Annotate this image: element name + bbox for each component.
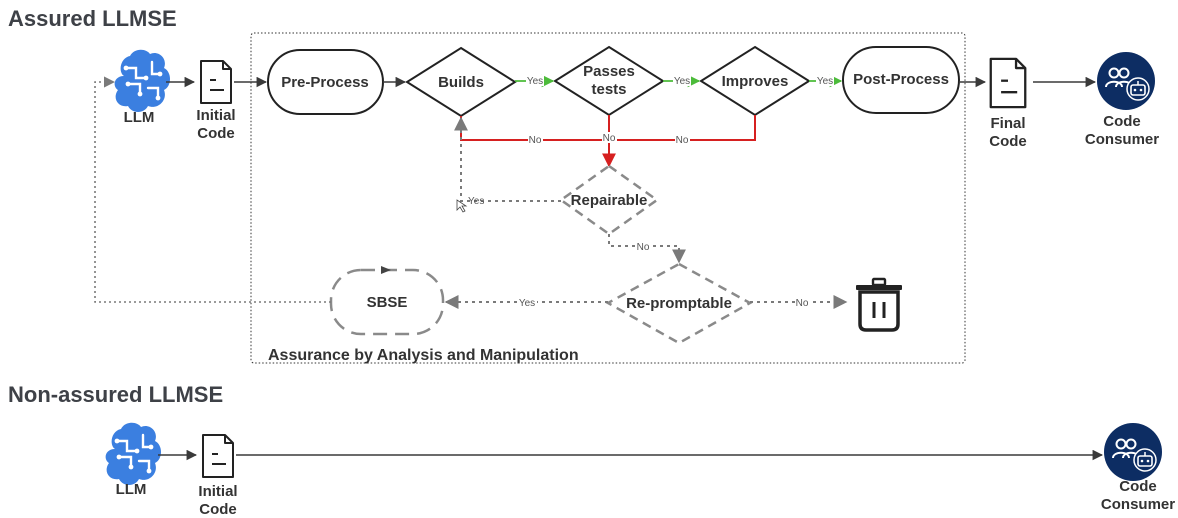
preprocess-label: Pre-Process	[281, 74, 369, 91]
repromptable-decision	[605, 262, 753, 345]
nonassured-code-consumer-icon	[1103, 422, 1163, 482]
assured-section-title: Assured LLMSE	[8, 6, 177, 31]
nonassured-section-title: Non-assured LLMSE	[8, 382, 223, 407]
repromptable-yes-label: Yes	[519, 298, 535, 309]
nonassured-llm-label: LLM	[116, 481, 147, 498]
nonassured-initial-code-document-icon	[202, 434, 234, 478]
code-consumer-label-line1: Code	[1103, 113, 1141, 130]
repairable-label: Repairable	[571, 192, 648, 209]
assurance-region-label: Assurance by Analysis and Manipulation	[268, 347, 579, 364]
builds-yes-label: Yes	[527, 76, 543, 87]
repairable-no-label-bg	[636, 241, 651, 252]
repromptable-label: Re-promptable	[626, 295, 732, 312]
sbse-label: SBSE	[367, 294, 408, 311]
repairable-no-label: No	[637, 242, 650, 253]
final-code-document-icon	[989, 57, 1027, 109]
sbse-cycle-arrow	[381, 266, 391, 274]
builds-no-label: No	[529, 135, 542, 146]
improves-yes-label-bg	[816, 75, 834, 86]
repromptable-yes-label-bg	[517, 297, 537, 308]
passes-no-label: No	[603, 133, 616, 144]
passes-yes-label: Yes	[674, 76, 690, 87]
nonassured-code-consumer-label-line1: Code	[1119, 478, 1157, 495]
passes-no-label-bg	[602, 132, 617, 143]
code-consumer-label-line2: Consumer	[1085, 131, 1159, 148]
final-code-label-line1: Final	[990, 115, 1025, 132]
nonassured-initial-code-label-line1: Initial	[198, 483, 237, 500]
passes-tests-label-line1: Passes	[583, 63, 635, 80]
sbse-to-llm-arrow	[94, 76, 331, 303]
improves-yes-label: Yes	[817, 76, 833, 87]
nonassured-initial-code-label-line2: Code	[199, 501, 237, 518]
llm-label: LLM	[124, 109, 155, 126]
trash-icon	[856, 277, 902, 332]
builds-yes-label-bg	[526, 75, 544, 86]
initial-code-label-line1: Initial	[196, 107, 235, 124]
improves-label: Improves	[722, 73, 789, 90]
nonassured-code-consumer-label-line2: Consumer	[1101, 496, 1175, 513]
repairable-yes-label: Yes	[468, 196, 484, 207]
code-consumer-icon	[1096, 51, 1156, 111]
improves-no-label-bg	[675, 134, 690, 145]
builds-label: Builds	[438, 74, 484, 91]
passes-tests-label-line2: tests	[591, 81, 626, 98]
initial-code-document-icon	[200, 60, 232, 104]
repromptable-no-label-bg	[795, 297, 810, 308]
llm-brain-icon	[113, 48, 172, 114]
improves-no-label: No	[676, 135, 689, 146]
repairable-decision	[558, 164, 660, 236]
initial-code-label-line2: Code	[197, 125, 235, 142]
final-code-label-line2: Code	[989, 133, 1027, 150]
nonassured-llm-brain-icon	[104, 421, 163, 487]
repromptable-no-label: No	[796, 298, 809, 309]
postprocess-node	[842, 46, 960, 114]
repairable-yes-arrow	[454, 116, 561, 202]
passes-yes-label-bg	[673, 75, 691, 86]
assurance-region	[250, 32, 966, 364]
cursor-pointer-icon	[456, 199, 468, 213]
postprocess-label: Post-Process	[853, 71, 949, 88]
builds-no-label-bg	[528, 134, 543, 145]
